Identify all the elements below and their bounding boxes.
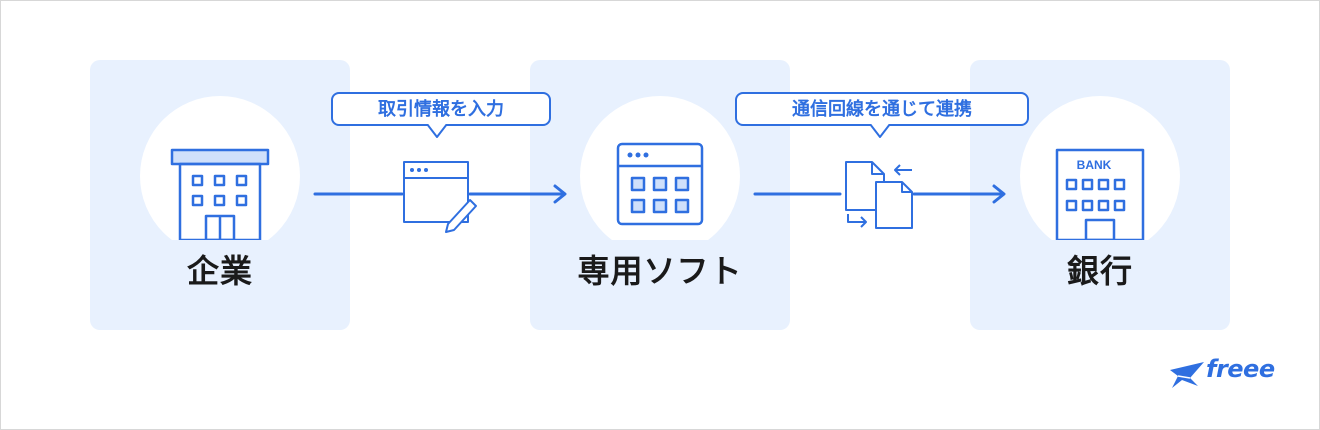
node-label-software: 専用ソフト bbox=[577, 252, 743, 290]
document-edit-icon bbox=[403, 161, 477, 233]
connection-label-input: 取引情報を入力 bbox=[331, 92, 551, 126]
software-window-icon bbox=[580, 96, 740, 240]
bank-building-icon: BANK bbox=[1020, 96, 1180, 240]
bubble-tail-input bbox=[426, 124, 448, 138]
node-label-company: 企業 bbox=[186, 252, 253, 290]
bubble-tail-link bbox=[869, 124, 891, 138]
connector-arrowhead-right bbox=[992, 184, 1006, 204]
node-company-panel: 企業 bbox=[90, 60, 350, 330]
bank-sign-text: BANK bbox=[1077, 158, 1112, 172]
node-label-bank: 銀行 bbox=[1066, 252, 1133, 290]
connection-label-link: 通信回線を通じて連携 bbox=[735, 92, 1029, 126]
connector-arrowhead-left bbox=[553, 184, 567, 204]
office-building-icon bbox=[140, 96, 300, 240]
freee-logo-text: freee bbox=[1206, 355, 1275, 383]
file-sync-icon bbox=[845, 161, 913, 229]
freee-bird-icon bbox=[1170, 362, 1204, 388]
